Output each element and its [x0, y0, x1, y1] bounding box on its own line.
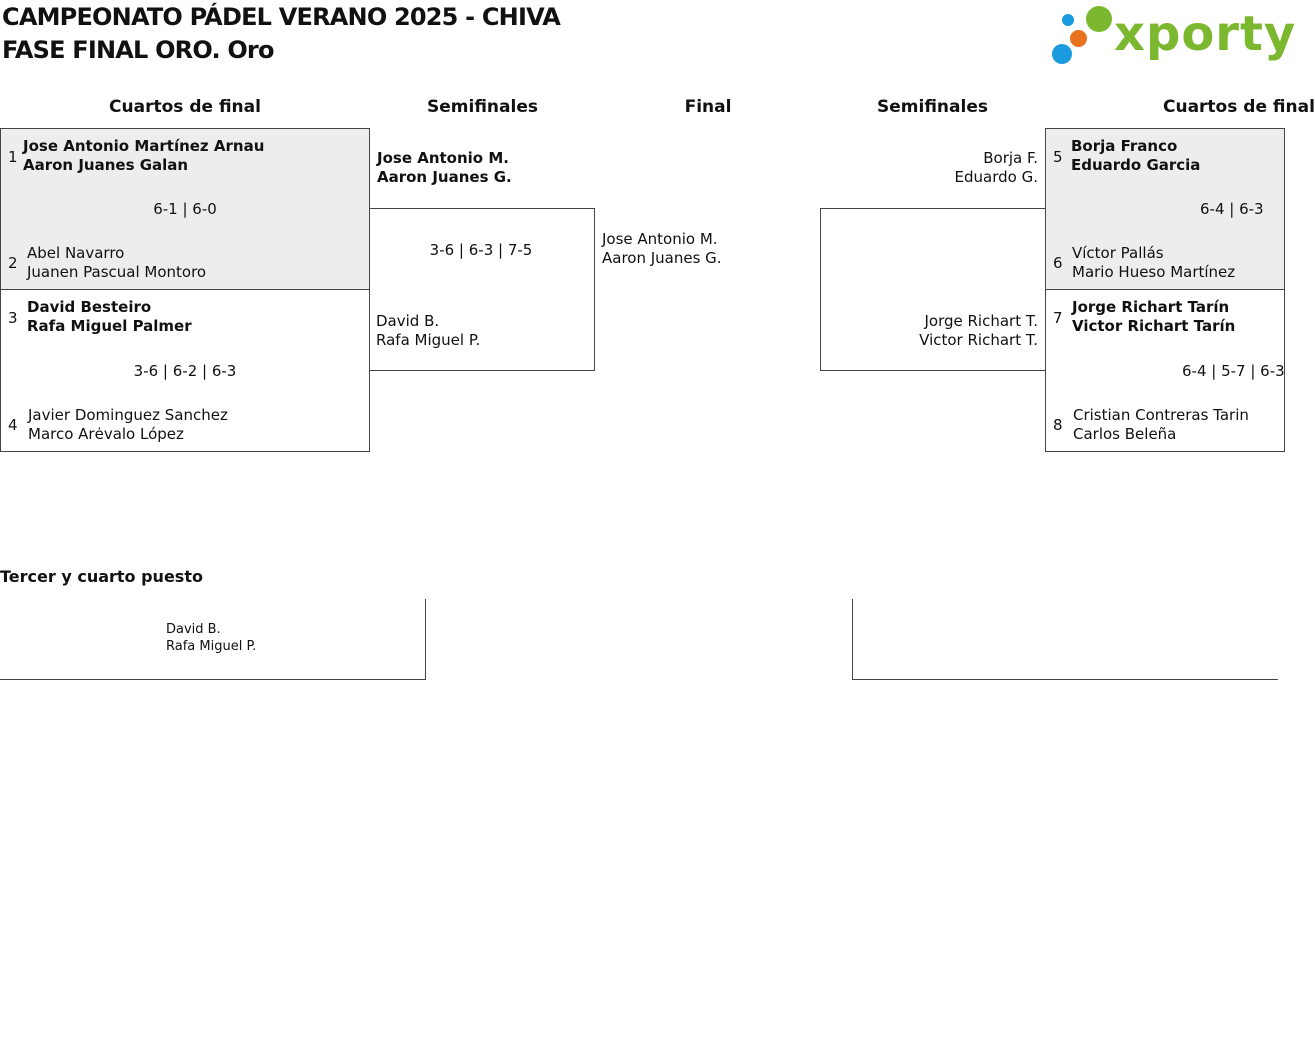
team-bottom: David B. Rafa Miguel P.: [376, 312, 480, 350]
seed-number: 7: [1053, 309, 1063, 327]
col-quarters-right: Cuartos de final: [1163, 97, 1315, 117]
third-place-right-bracket: [852, 599, 1278, 680]
team-bottom: Abel Navarro Juanen Pascual Montoro: [27, 244, 206, 282]
team-top: Borja Franco Eduardo Garcia: [1071, 137, 1200, 175]
player-name: Aaron Juanes G.: [602, 249, 722, 267]
final-winner: Jose Antonio M. Aaron Juanes G.: [602, 230, 722, 268]
player-name: Abel Navarro: [27, 244, 125, 262]
player-name: Marco Arėvalo López: [28, 425, 184, 443]
third-place-title: Tercer y cuarto puesto: [0, 567, 203, 586]
player-name: Rafa Miguel P.: [166, 639, 257, 654]
team-top: Jorge Richart Tarín Victor Richart Tarín: [1072, 298, 1235, 336]
seed-number: 6: [1053, 254, 1063, 272]
player-name: Victor Richart T.: [919, 331, 1038, 349]
col-final: Final: [684, 97, 732, 117]
seed-number: 1: [8, 148, 18, 166]
player-name: Mario Hueso Martínez: [1072, 263, 1236, 281]
page-subtitle: FASE FINAL ORO. Oro: [2, 36, 274, 64]
seed-number: 5: [1053, 148, 1063, 166]
player-name: David B.: [166, 622, 221, 637]
xporty-logo: xporty: [1050, 4, 1295, 68]
match-qf1: 1 Jose Antonio Martínez Arnau Aaron Juan…: [0, 128, 370, 290]
match-score: 3-6 | 6-3 | 7-5: [429, 241, 533, 259]
team-top: David Besteiro Rafa Miguel Palmer: [27, 298, 192, 336]
logo-dot-blue: [1052, 44, 1072, 64]
player-name: Juanen Pascual Montoro: [27, 263, 207, 281]
team-bottom: Javier Dominguez Sanchez Marco Arėvalo L…: [28, 406, 228, 444]
player-name: Rafa Miguel P.: [376, 331, 481, 349]
logo-wordmark: xporty: [1114, 6, 1297, 62]
player-name: Eduardo Garcia: [1071, 156, 1201, 174]
sf2-team-top: Borja F. Eduardo G.: [820, 149, 1038, 187]
sf1-team-top: Jose Antonio M. Aaron Juanes G.: [377, 149, 512, 187]
player-name: Jose Antonio M.: [377, 149, 509, 167]
player-name: Cristian Contreras Tarin: [1073, 406, 1249, 424]
player-name: Jose Antonio Martínez Arnau: [23, 137, 265, 155]
match-qf4: 7 Jorge Richart Tarín Victor Richart Tar…: [1045, 289, 1285, 452]
logo-dot-green: [1086, 6, 1112, 32]
logo-dot-blue-small: [1062, 14, 1074, 26]
team-bottom: Víctor Pallás Mario Hueso Martínez: [1072, 244, 1235, 282]
match-score: 6-4 | 6-3: [1200, 200, 1264, 218]
team-bottom: Jorge Richart T. Victor Richart T.: [821, 312, 1038, 350]
player-name: Aaron Juanes Galan: [23, 156, 189, 174]
player-name: Eduardo G.: [954, 168, 1038, 186]
player-name: Jose Antonio M.: [602, 230, 718, 248]
page-title: CAMPEONATO PÁDEL VERANO 2025 - CHIVA: [2, 3, 561, 31]
col-semis-right: Semifinales: [877, 97, 988, 117]
seed-number: 8: [1053, 416, 1063, 434]
match-qf3: 5 Borja Franco Eduardo Garcia 6-4 | 6-3 …: [1045, 128, 1285, 290]
match-score: 3-6 | 6-2 | 6-3: [133, 362, 237, 380]
player-name: Victor Richart Tarín: [1072, 317, 1236, 335]
seed-number: 4: [8, 416, 18, 434]
player-name: Borja F.: [983, 149, 1038, 167]
player-name: Jorge Richart T.: [924, 312, 1038, 330]
match-score: 6-1 | 6-0: [153, 200, 217, 218]
logo-dot-orange: [1070, 30, 1087, 47]
team-bottom: Cristian Contreras Tarin Carlos Beleña: [1073, 406, 1249, 444]
player-name: Víctor Pallás: [1072, 244, 1164, 262]
seed-number: 2: [8, 254, 18, 272]
third-place-left-team: David B. Rafa Miguel P.: [166, 621, 256, 655]
col-quarters-left: Cuartos de final: [109, 97, 261, 117]
match-score: 6-4 | 5-7 | 6-3: [1182, 362, 1285, 380]
team-top: Jose Antonio Martínez Arnau Aaron Juanes…: [23, 137, 264, 175]
player-name: David Besteiro: [27, 298, 152, 316]
col-semis-left: Semifinales: [427, 97, 538, 117]
match-sf1: 3-6 | 6-3 | 7-5 David B. Rafa Miguel P.: [369, 208, 595, 371]
player-name: Rafa Miguel Palmer: [27, 317, 192, 335]
player-name: Jorge Richart Tarín: [1072, 298, 1230, 316]
player-name: David B.: [376, 312, 440, 330]
player-name: Carlos Beleña: [1073, 425, 1177, 443]
third-place-left-bracket: David B. Rafa Miguel P.: [0, 599, 426, 680]
player-name: Borja Franco: [1071, 137, 1178, 155]
player-name: Aaron Juanes G.: [377, 168, 512, 186]
player-name: Javier Dominguez Sanchez: [28, 406, 228, 424]
seed-number: 3: [8, 309, 18, 327]
match-qf2: 3 David Besteiro Rafa Miguel Palmer 3-6 …: [0, 289, 370, 452]
match-sf2: Jorge Richart T. Victor Richart T.: [820, 208, 1046, 371]
